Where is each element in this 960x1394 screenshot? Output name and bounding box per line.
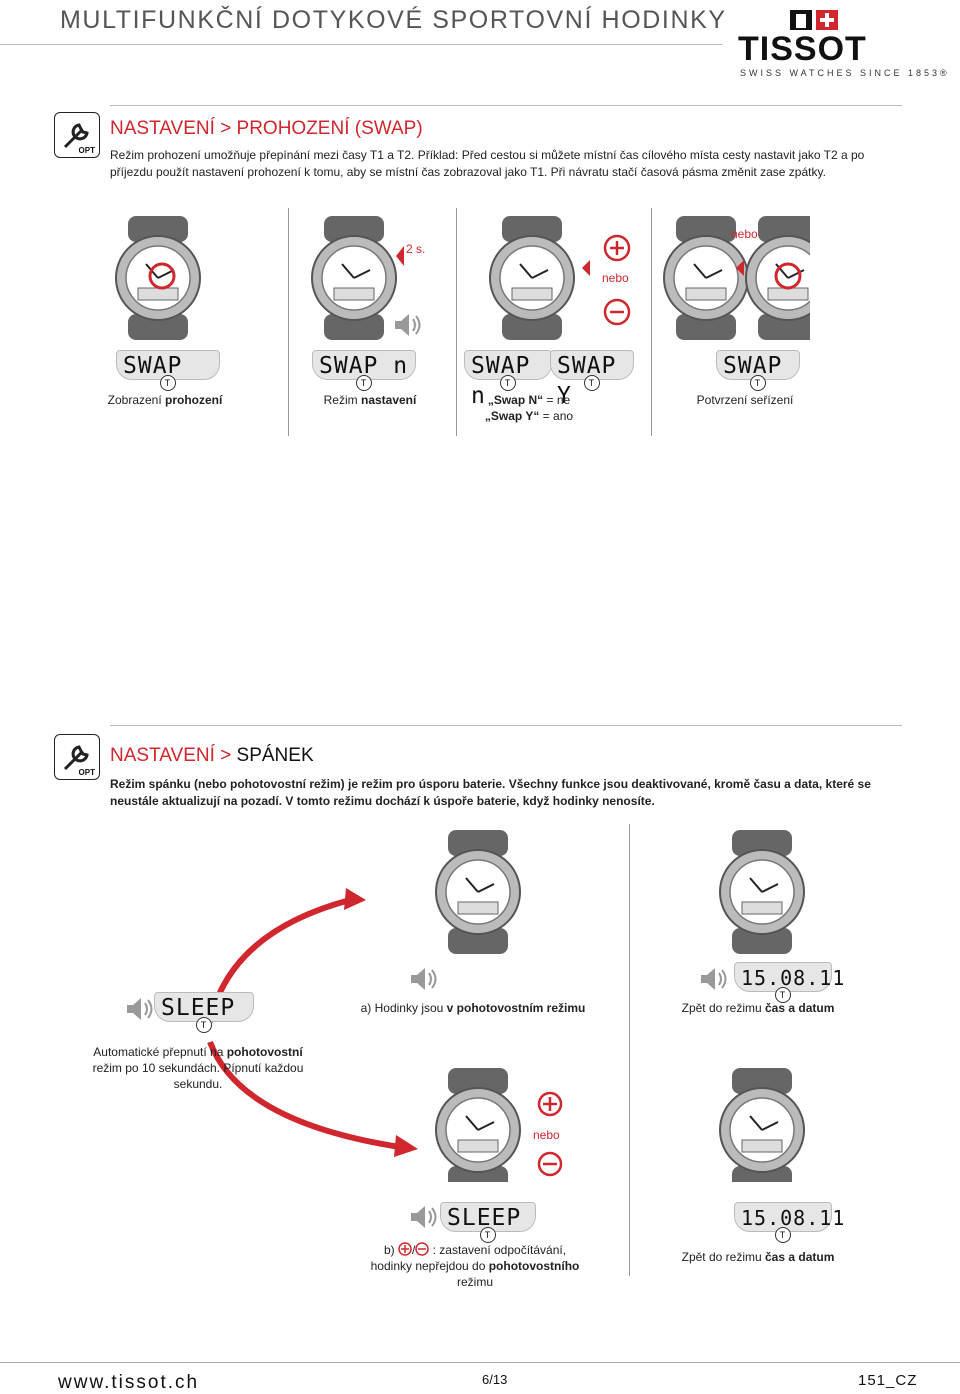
date-watch-top (719, 829, 805, 955)
brand-tagline: SWISS WATCHES SINCE 1853® (740, 68, 950, 78)
speaker-icon-2 (411, 968, 437, 990)
sleep-caption-a: a) Hodinky jsou v pohotovostním režimu (360, 1001, 586, 1015)
section-swap-description: Režim prohození umožňuje přepínání mezi … (110, 148, 865, 179)
swap-watch-3 (489, 215, 590, 341)
minus-icon-2 (537, 1151, 563, 1177)
minus-icon (603, 298, 631, 326)
section-sleep-description: Režim spánku (nebo pohotovostní režim) j… (110, 777, 871, 808)
swap-caption-2: Režim nastavení (323, 393, 417, 407)
label-nebo-2: nebo (602, 271, 629, 285)
sleep-watch-bottom (435, 1067, 521, 1182)
sleep-divider (629, 824, 630, 1276)
label-2s: 2 s. (406, 242, 426, 256)
date-watch-bottom (719, 1067, 805, 1182)
sleep-watch-top (435, 829, 521, 955)
plus-small-icon (398, 1242, 412, 1256)
tissot-logo (740, 8, 920, 86)
swap-divider-3 (651, 208, 652, 436)
label-nebo-1: nebo (731, 227, 758, 241)
swap-caption-3: „Swap N“ = ne „Swap Y“ = ano (484, 393, 574, 423)
speaker-icon-3 (701, 968, 727, 990)
section-swap-rule (110, 105, 902, 106)
swap-watch-5 (745, 215, 810, 341)
opt-label-2: OPT (78, 768, 95, 777)
footer-doc-code: 151_CZ (858, 1372, 918, 1389)
swap-watch-4 (663, 215, 749, 341)
swap-caption-1: Zobrazení prohození (107, 393, 223, 407)
swap-watch-1 (115, 215, 201, 341)
speaker-icon-5 (411, 1206, 437, 1228)
swap-watches (115, 215, 810, 341)
brand-wordmark: TISSOT (738, 30, 867, 68)
speaker-icon (395, 314, 421, 336)
section-swap-title: NASTAVENÍ > PROHOZENÍ (SWAP) (110, 118, 423, 139)
label-nebo-sleep: nebo (533, 1128, 560, 1142)
swap-divider-1 (288, 208, 289, 436)
sleep-caption-auto: Automatické přepnutí na pohotovostní rež… (92, 1045, 304, 1091)
swap-watch-2 (311, 215, 404, 341)
footer-divider (0, 1362, 960, 1363)
sleep-caption-b: b) / : zastavení odpočítávání, hodinky n… (370, 1242, 580, 1289)
arrow-down-icon (207, 1040, 401, 1150)
section-sleep-rule (110, 725, 902, 726)
header-divider (0, 44, 722, 45)
sleep-caption-back: Zpět do režimu čas a datum (681, 1001, 835, 1015)
swap-divider-2 (456, 208, 457, 436)
opt-wrench-icon-2: OPT (54, 734, 100, 780)
plus-icon-2 (537, 1091, 563, 1117)
page-header-title: MULTIFUNKČNÍ DOTYKOVÉ SPORTOVNÍ HODINKY (60, 6, 727, 34)
footer-page-number: 6/13 (482, 1372, 508, 1387)
swap-caption-4: Potvrzení seřízení (696, 393, 794, 407)
footer-url[interactable]: www.tissot.ch (58, 1372, 200, 1393)
section-sleep-title: NASTAVENÍ > SPÁNEK (110, 745, 314, 766)
speaker-icon-4 (127, 998, 153, 1020)
sleep-caption-back2: Zpět do režimu čas a datum (681, 1250, 835, 1264)
minus-small-icon (415, 1242, 430, 1256)
opt-label: OPT (78, 146, 95, 155)
tissot-cross-icon (790, 10, 838, 30)
opt-wrench-icon: OPT (54, 112, 100, 158)
plus-icon (603, 234, 631, 262)
